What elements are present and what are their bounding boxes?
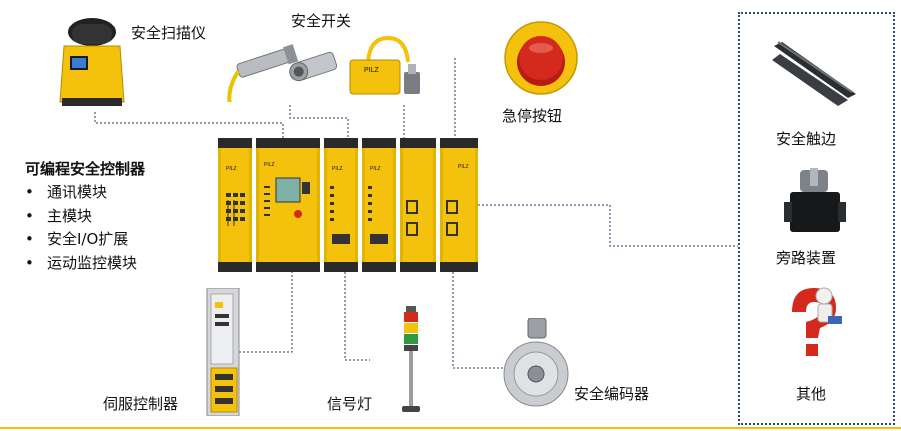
bullet: • (25, 206, 34, 225)
list-item-label: 安全I/O扩展 (47, 230, 129, 248)
label-emergency-stop: 急停按钮 (502, 107, 563, 125)
wire-right-panel (470, 204, 738, 247)
communication-module: PILZ (218, 138, 252, 272)
main-module-brand-text: PILZ (264, 162, 275, 168)
list-item: • 运动监控模块 (25, 252, 137, 276)
safety-controller-rack-image: PILZ PILZ (218, 138, 480, 272)
motion2-brand-text: PILZ (458, 164, 469, 170)
comm-module-brand-text: PILZ (226, 166, 237, 172)
safety-switch-image: PILZ (218, 32, 438, 103)
label-other: 其他 (796, 385, 827, 403)
list-item: • 安全I/O扩展 (25, 228, 137, 252)
wire-encoder (452, 272, 520, 369)
controller-title: 可编程安全控制器 (25, 160, 146, 178)
motion-module-2: PILZ (440, 138, 478, 272)
label-safety-edge: 安全触边 (776, 130, 837, 148)
bullet: • (25, 183, 34, 201)
list-item-label: 主模块 (47, 206, 93, 225)
safety-edge-image (768, 36, 860, 108)
other-devices-image (784, 282, 846, 360)
bottom-accent-line (0, 427, 901, 429)
wire-signal (344, 272, 370, 361)
label-safety-switch: 安全开关 (291, 12, 352, 30)
servo-controller-image (203, 287, 243, 417)
wire-switch-left (289, 105, 349, 140)
switch-brand-text: PILZ (364, 67, 380, 74)
list-item-label: 通讯模块 (47, 183, 108, 201)
emergency-stop-image (500, 20, 582, 98)
external-devices-panel (738, 12, 895, 425)
bullet: • (25, 253, 34, 272)
motion-module-1 (400, 138, 436, 272)
io-module-2: PILZ (362, 138, 396, 272)
list-item: • 主模块 (25, 205, 137, 229)
label-signal-light: 信号灯 (327, 395, 373, 413)
list-item-label: 运动监控模块 (47, 253, 138, 272)
safety-scanner-image (58, 16, 126, 108)
safety-encoder-image (502, 317, 570, 414)
io1-brand-text: PILZ (332, 166, 343, 172)
list-item: • 通讯模块 (25, 181, 137, 205)
wire-scanner (94, 112, 284, 140)
io2-brand-text: PILZ (370, 166, 381, 172)
label-servo-controller: 伺服控制器 (103, 395, 179, 413)
main-module: PILZ (256, 138, 320, 272)
controller-module-list: • 通讯模块 • 主模块 • 安全I/O扩展 • 运动监控模块 (25, 181, 137, 275)
signal-tower-image (396, 306, 426, 414)
label-bypass-device: 旁路装置 (776, 249, 837, 267)
label-safety-scanner: 安全扫描仪 (131, 24, 207, 42)
io-module-1: PILZ (324, 138, 358, 272)
bullet: • (25, 230, 34, 248)
wire-servo (235, 272, 293, 353)
label-safety-encoder: 安全编码器 (574, 385, 650, 403)
bypass-device-image (782, 168, 848, 236)
